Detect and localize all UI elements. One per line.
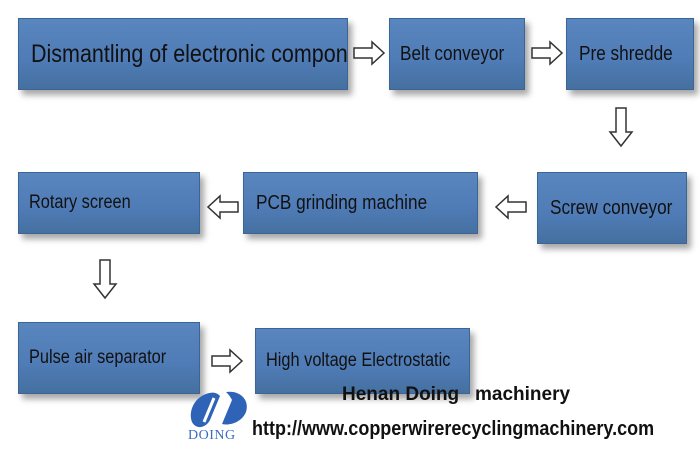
left-arrow-icon (494, 194, 527, 220)
company-name: Henan Doing machinery (342, 384, 571, 405)
down-arrow-icon (92, 259, 118, 300)
step-screw-conveyor-box: Screw conveyor (537, 172, 687, 244)
step-label: Pulse air separator (29, 347, 167, 368)
step-pcb-grinding-box: PCB grinding machine (243, 172, 478, 234)
step-label: Pre shredde (579, 42, 673, 65)
step-belt-conveyor-box: Belt conveyor (389, 18, 525, 90)
left-arrow-icon (206, 194, 239, 220)
step-label: High voltage Electrostatic (266, 350, 451, 371)
step-pre-shredde-box: Pre shredde (566, 18, 694, 90)
step-label: PCB grinding machine (256, 191, 428, 214)
right-arrow-icon (531, 40, 564, 66)
company-url: http://www.copperwirerecyclingmachinery.… (252, 418, 655, 440)
step-label: Rotary screen (29, 192, 131, 213)
logo-text: DOING (188, 428, 236, 443)
step-high-voltage-electrostatic-box: High voltage Electrostatic (255, 328, 470, 394)
doing-logo-icon (190, 391, 247, 428)
down-arrow-icon (608, 107, 634, 148)
step-dismantling-box: Dismantling of electronic components (18, 18, 348, 90)
step-pulse-air-separator-box: Pulse air separator (18, 322, 200, 394)
step-label: Dismantling of electronic components (31, 39, 348, 68)
right-arrow-icon (211, 348, 244, 374)
step-label: Belt conveyor (400, 42, 505, 65)
step-label: Screw conveyor (550, 196, 673, 219)
right-arrow-icon (353, 40, 386, 66)
step-rotary-screen-box: Rotary screen (18, 172, 200, 234)
